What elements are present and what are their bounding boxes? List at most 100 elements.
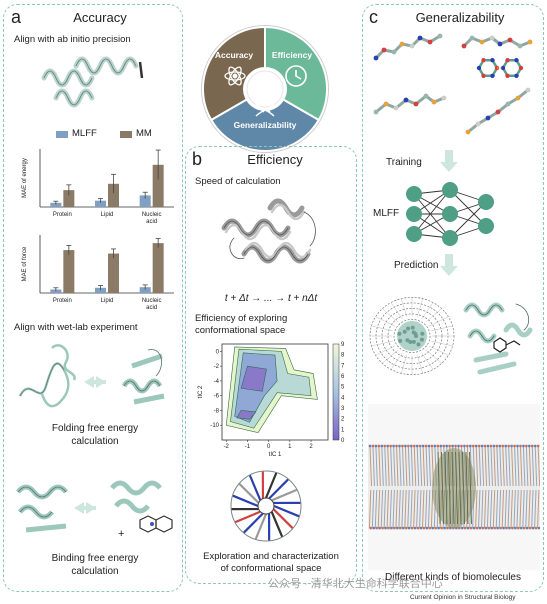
molecule-atom-3-4 bbox=[505, 101, 511, 107]
lipid-head-top-23 bbox=[436, 444, 440, 448]
heatmap-colorbar-tick-4: 4 bbox=[341, 395, 345, 401]
lipid-head-bottom-57 bbox=[537, 526, 540, 530]
energy-category-label-2: Nucleic bbox=[142, 212, 162, 218]
nucleosome-strut-2 bbox=[429, 345, 449, 356]
lipid-top-48 bbox=[511, 445, 514, 487]
lipid-head-bottom-32 bbox=[463, 526, 467, 530]
lipid-head-top-56 bbox=[533, 444, 537, 448]
prediction-arrow-icon bbox=[440, 254, 458, 276]
lipid-head-top-32 bbox=[463, 444, 466, 448]
heatmap-colorbar-tick-7: 7 bbox=[341, 363, 345, 369]
molecule-atom-1-6 bbox=[517, 43, 523, 49]
lipid-bottom-17 bbox=[419, 489, 422, 529]
membrane-protein-helix-5 bbox=[455, 451, 458, 525]
lipid-head-top-3 bbox=[377, 444, 381, 448]
nucleosome-strut-17 bbox=[400, 298, 408, 317]
lipid-head-top-16 bbox=[415, 444, 419, 448]
lipid-top-16 bbox=[416, 445, 420, 487]
lipid-head-bottom-26 bbox=[446, 526, 449, 530]
heatmap-colorbar-tick-6: 6 bbox=[341, 374, 345, 380]
lipid-head-top-39 bbox=[483, 444, 487, 448]
lipid-head-bottom-55 bbox=[531, 526, 535, 530]
nucleosome-core-dot-6 bbox=[408, 339, 413, 344]
network-node-1-0 bbox=[442, 182, 458, 198]
lipid-bottom-7 bbox=[389, 489, 392, 529]
molecule-ring-0 bbox=[477, 58, 499, 78]
nucleosome-core-dot-3 bbox=[416, 342, 421, 347]
molecule-ring-atom-1-5 bbox=[514, 58, 519, 63]
ring-spoke-1 bbox=[272, 507, 294, 529]
lipid-head-bottom-42 bbox=[493, 526, 496, 530]
lipid-head-bottom-54 bbox=[528, 526, 532, 530]
lipid-head-top-10 bbox=[398, 444, 401, 448]
lipid-bottom-38 bbox=[481, 489, 484, 529]
energy-category-label-1: Lipid bbox=[101, 212, 114, 218]
network-node-0-2 bbox=[406, 226, 422, 242]
molecule-atom-1-2 bbox=[479, 39, 485, 45]
lipid-head-bottom-20 bbox=[428, 526, 432, 530]
heatmap-region-3 bbox=[240, 365, 267, 392]
lipid-head-top-49 bbox=[513, 444, 516, 448]
lipid-head-bottom-53 bbox=[525, 526, 529, 530]
lipid-head-top-2 bbox=[374, 444, 378, 448]
molecule-atom-2-7 bbox=[441, 95, 447, 101]
lipid-head-bottom-22 bbox=[434, 526, 437, 530]
mlff-label: MLFF bbox=[373, 208, 400, 219]
energy-bar-mm-2 bbox=[152, 164, 164, 207]
panel-c-letter: c bbox=[369, 7, 378, 27]
heatmap-y-tick-label--8: -8 bbox=[214, 408, 220, 414]
nucleosome-core bbox=[397, 321, 427, 351]
network-node-1-1 bbox=[442, 206, 458, 222]
lipid-bottom-10 bbox=[398, 489, 401, 529]
lipid-head-top-26 bbox=[445, 444, 448, 448]
lipid-bottom-52 bbox=[522, 489, 525, 529]
lipid-bottom-14 bbox=[410, 489, 413, 529]
molecule-atom-0-5 bbox=[417, 35, 423, 41]
lipid-head-bottom-30 bbox=[458, 526, 461, 530]
molecule-atom-2-6 bbox=[431, 99, 437, 105]
nucleosome-strut-22 bbox=[429, 316, 449, 327]
panel-c-title: Generalizability bbox=[415, 10, 505, 25]
lipid-head-bottom-3 bbox=[378, 526, 381, 530]
lipid-head-bottom-34 bbox=[469, 526, 473, 530]
heatmap-colorbar-tick-5: 5 bbox=[341, 385, 345, 391]
lipid-top-19 bbox=[425, 445, 429, 487]
lipid-top-36 bbox=[475, 445, 479, 487]
lipid-bottom-37 bbox=[478, 489, 481, 529]
efficiency-label-line2: conformational space bbox=[195, 325, 286, 336]
nucleosome-core-dot-4 bbox=[397, 331, 402, 336]
lipid-head-top-34 bbox=[469, 444, 472, 448]
molecule-atom-3-2 bbox=[485, 115, 491, 121]
panel-b-speed: Speed of calculation bbox=[195, 176, 281, 187]
molecule-atom-1-3 bbox=[489, 35, 495, 41]
lipid-bottom-57 bbox=[537, 489, 540, 529]
lipid-head-top-52 bbox=[522, 444, 525, 448]
lipid-bottom-51 bbox=[519, 489, 522, 529]
heatmap-x-tick-label-0: 0 bbox=[267, 444, 271, 450]
lipid-bottom-45 bbox=[501, 489, 505, 529]
nucleosome-strut-1 bbox=[431, 340, 453, 347]
molecule-ring-atom-0-4 bbox=[481, 58, 486, 63]
enzyme-structure-image bbox=[463, 302, 533, 375]
lipid-head-top-47 bbox=[507, 444, 510, 448]
force-y-label: MAE of force bbox=[22, 246, 28, 281]
lipid-top-55 bbox=[531, 445, 535, 487]
energy-bar-mlff-1 bbox=[95, 200, 106, 207]
chart-legend: MLFF MM bbox=[56, 128, 176, 142]
lipid-head-bottom-46 bbox=[505, 526, 508, 530]
lipid-head-top-28 bbox=[451, 444, 454, 448]
lipid-head-bottom-24 bbox=[440, 526, 443, 530]
lipid-head-bottom-44 bbox=[499, 526, 502, 530]
panel-b-title: Efficiency bbox=[247, 152, 303, 167]
molecule-atom-2-2 bbox=[393, 105, 399, 111]
watermark-text: 公众号 · 清华北大生命科学联合中心 bbox=[268, 578, 443, 590]
lipid-head-bottom-48 bbox=[511, 526, 514, 530]
lipid-head-top-55 bbox=[530, 444, 534, 448]
molecule-ring-atom-0-5 bbox=[490, 58, 495, 63]
molecule-ring-atom-1-0 bbox=[518, 65, 524, 71]
molecule-atom-2-3 bbox=[403, 97, 409, 103]
lipid-head-top-19 bbox=[424, 444, 428, 448]
speed-formula: t + Δt → ... → t + nΔt bbox=[224, 293, 318, 304]
lipid-head-top-7 bbox=[389, 444, 392, 448]
